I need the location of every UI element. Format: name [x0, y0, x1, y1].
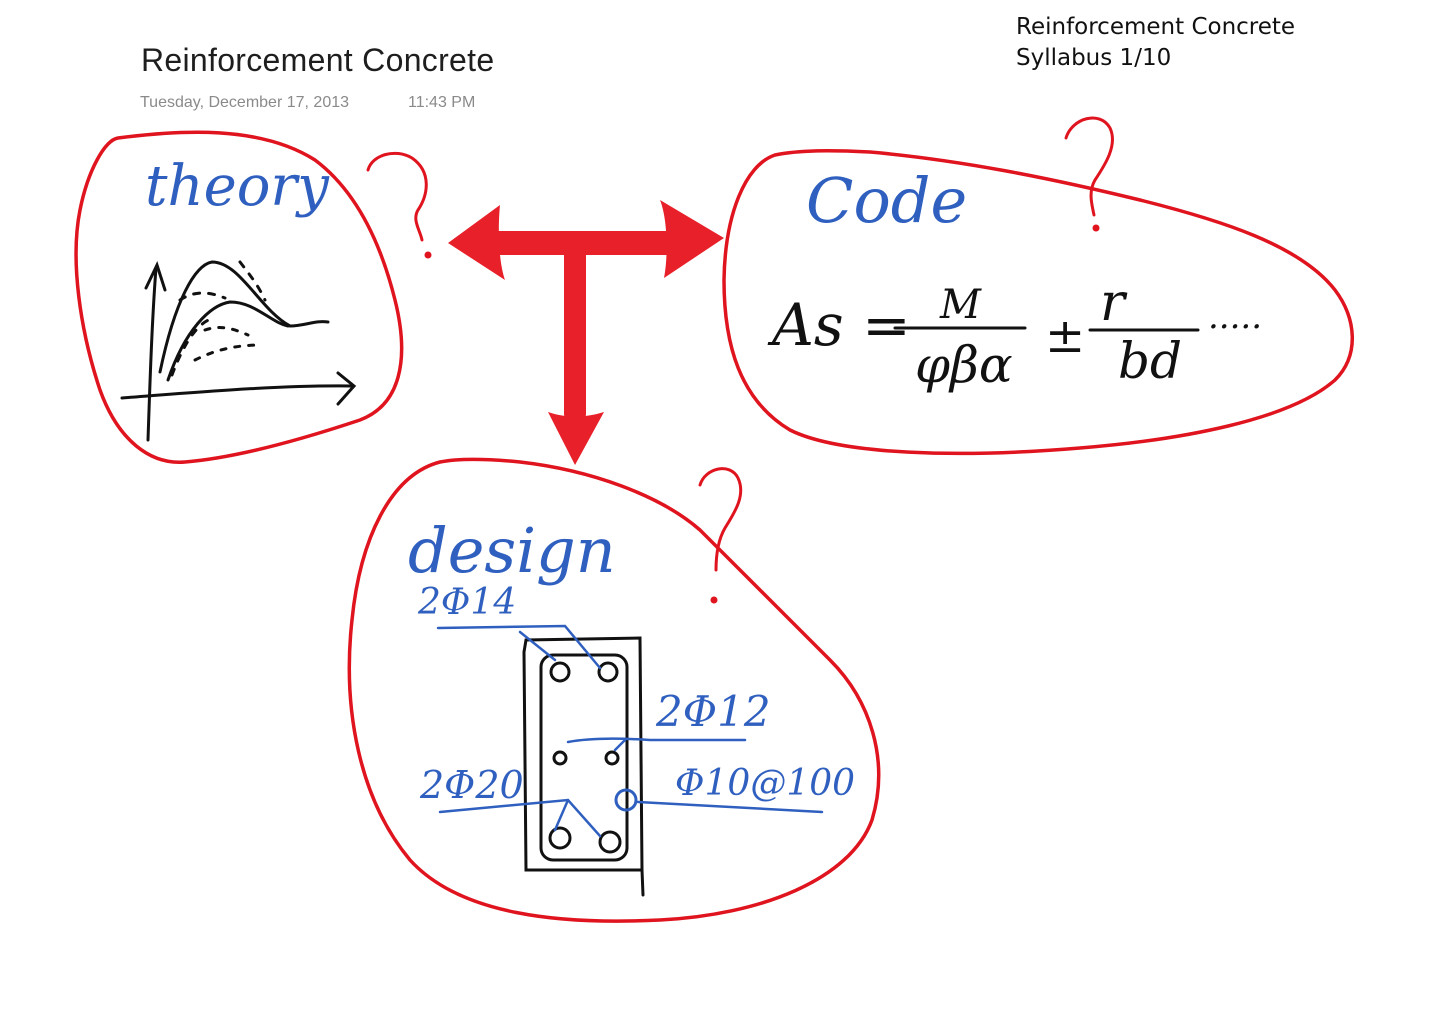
code-question-mark — [1064, 116, 1114, 232]
arrow-left-head — [448, 205, 505, 280]
arrow-right-head — [660, 200, 724, 278]
design-bubble[interactable]: design 2Φ14 2Φ1 — [347, 457, 881, 923]
beam-section-icon — [522, 636, 645, 897]
formula-numerator-2: r — [1100, 273, 1128, 333]
corner-note-line2: Syllabus 1/10 — [1016, 45, 1172, 71]
design-question-mark — [698, 467, 743, 604]
page-title: Reinforcement Concrete — [141, 42, 495, 78]
rebar-leader-lines — [436, 624, 824, 838]
theory-question-mark — [366, 151, 432, 259]
corner-note-line1: Reinforcement Concrete — [1016, 14, 1296, 40]
theory-bubble-outline — [74, 130, 404, 464]
formula-denominator-2: bd — [1118, 332, 1182, 390]
theory-bubble[interactable]: theory — [74, 130, 432, 464]
theory-label: theory — [145, 154, 330, 219]
graph-icon — [120, 260, 357, 442]
code-bubble-outline — [722, 149, 1354, 456]
formula-operator: ± — [1045, 308, 1085, 364]
rebar-bottom-label: 2Φ20 — [419, 763, 524, 807]
note-time: 11:43 PM — [408, 94, 476, 111]
formula-trailing: ..... — [1208, 297, 1262, 337]
t-arrow — [448, 200, 724, 465]
design-label: design — [408, 514, 616, 587]
rebar-middle-label: 2Φ12 — [655, 687, 771, 736]
stirrup-label: Φ10@100 — [675, 763, 855, 804]
note-date: Tuesday, December 17, 2013 — [140, 94, 350, 111]
formula-lhs: As = — [767, 291, 911, 359]
code-bubble[interactable]: Code As = M φβα ± r bd ..... — [722, 116, 1354, 456]
design-bubble-outline — [347, 457, 881, 923]
rebar-top-label: 2Φ14 — [417, 582, 516, 623]
corner-note: Reinforcement Concrete Syllabus 1/10 — [1016, 12, 1295, 74]
code-label: Code — [806, 164, 967, 237]
arrow-down-head — [548, 412, 604, 465]
code-formula: As = M φβα ± r bd ..... — [767, 273, 1262, 394]
formula-numerator-1: M — [939, 282, 982, 328]
formula-denominator-1: φβα — [915, 336, 1013, 394]
